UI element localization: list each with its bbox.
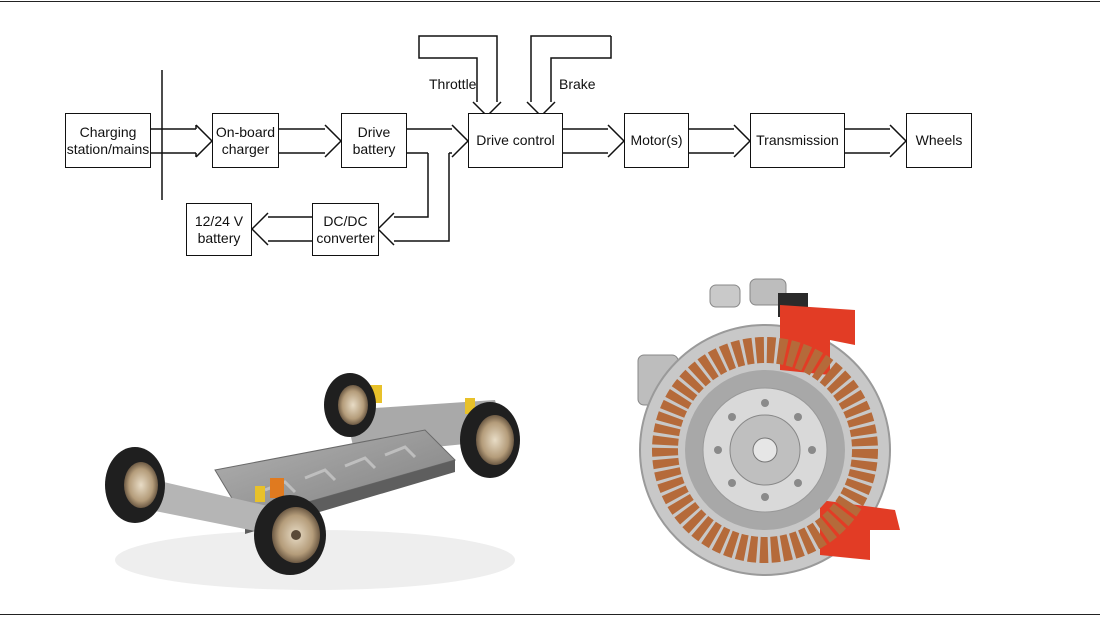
arrow-battery-to-control [407,124,470,158]
label-throttle: Throttle [429,76,477,92]
bottom-border [0,614,1100,615]
ev-chassis-image [105,373,520,590]
node-wheels: Wheels [906,113,972,168]
node-motors: Motor(s) [624,113,689,168]
node-aux-battery: 12/24 V battery [186,203,252,256]
node-onboard-charger: On-board charger [212,113,279,168]
top-border [0,1,1100,2]
node-drive-control: Drive control [468,113,563,168]
electric-motor-image [637,278,900,576]
arrow-dcdc-to-aux [250,212,312,246]
arrow-charger-to-battery [279,124,343,158]
arrow-transmission-to-wheels [845,124,908,158]
node-drive-battery: Drive battery [341,113,407,168]
node-transmission: Transmission [750,113,845,168]
node-dcdc-converter: DC/DC converter [312,203,379,256]
node-charging-station: Charging station/mains [65,113,151,168]
arrow-control-to-motor [563,124,626,158]
arrow-charging-to-charger [150,124,214,158]
arrow-motor-to-transmission [689,124,752,158]
label-brake: Brake [559,76,596,92]
